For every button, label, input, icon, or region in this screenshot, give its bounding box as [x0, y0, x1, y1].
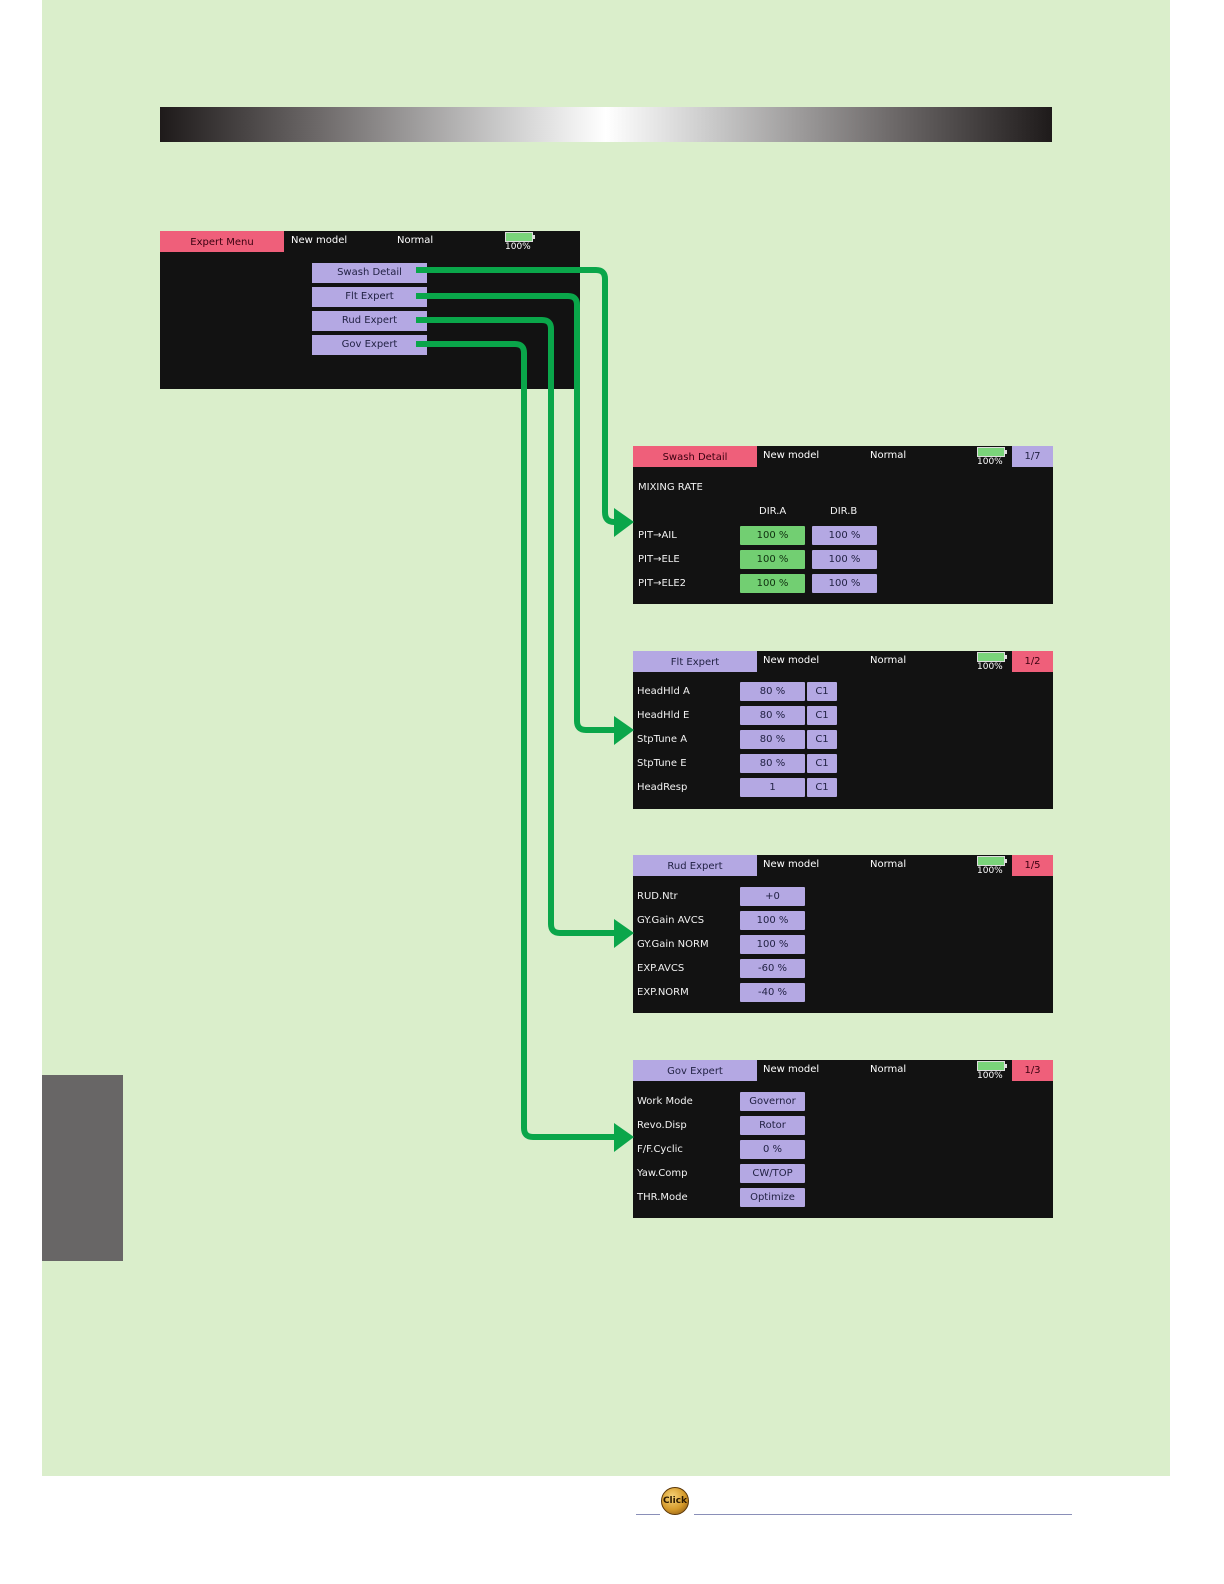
row-label: PIT→ELE2	[638, 578, 687, 589]
arrow-rud-expert	[416, 317, 618, 936]
value-field[interactable]: 100 %	[740, 935, 805, 954]
click-button-icon[interactable]: Click	[661, 1487, 689, 1515]
row-label: F/F.Cyclic	[637, 1144, 683, 1155]
model-name: New model	[763, 655, 820, 666]
column-header-dir-a: DIR.A	[759, 506, 787, 517]
battery-percent: 100%	[977, 1071, 1003, 1081]
value-field[interactable]: +0	[740, 887, 805, 906]
switch-field[interactable]: C1	[807, 682, 837, 701]
battery-icon	[977, 447, 1007, 457]
dir-a-field[interactable]: 100 %	[740, 550, 805, 569]
column-header-dir-b: DIR.B	[830, 506, 858, 517]
footer-line-right	[694, 1514, 1072, 1515]
flt-expert-screen: Flt Expert New model Normal 100% 1/2 Hea…	[633, 651, 1053, 809]
condition-name: Normal	[870, 1064, 907, 1075]
battery-icon	[505, 232, 535, 242]
screen-title: Swash Detail	[633, 446, 757, 467]
page-indicator[interactable]: 1/2	[1012, 651, 1053, 672]
battery-percent: 100%	[977, 662, 1003, 672]
dir-b-field[interactable]: 100 %	[812, 574, 877, 593]
arrow-gov-expert	[416, 341, 618, 1140]
condition-name: Normal	[870, 450, 907, 461]
battery-icon	[977, 856, 1007, 866]
row-label: StpTune A	[637, 734, 688, 745]
row-label: THR.Mode	[637, 1192, 688, 1203]
row-label: PIT→AIL	[638, 530, 677, 541]
battery-percent: 100%	[977, 866, 1003, 876]
value-field[interactable]: -40 %	[740, 983, 805, 1002]
battery-percent: 100%	[977, 457, 1003, 467]
value-field[interactable]: 100 %	[740, 911, 805, 930]
page-indicator[interactable]: 1/5	[1012, 855, 1053, 876]
value-field[interactable]: -60 %	[740, 959, 805, 978]
value-field[interactable]: 1	[740, 778, 805, 797]
row-label: GY.Gain NORM	[637, 939, 709, 950]
row-label: RUD.Ntr	[637, 891, 678, 902]
row-label: Work Mode	[637, 1096, 693, 1107]
row-label: StpTune E	[637, 758, 687, 769]
battery-icon	[977, 1061, 1007, 1071]
switch-field[interactable]: C1	[807, 754, 837, 773]
value-field[interactable]: Rotor	[740, 1116, 805, 1135]
value-field[interactable]: Optimize	[740, 1188, 805, 1207]
arrowhead-swash	[614, 508, 634, 537]
battery-percent: 100%	[505, 242, 531, 252]
side-chapter-tab	[42, 1075, 123, 1261]
gov-expert-button[interactable]: Gov Expert	[312, 335, 427, 355]
rud-expert-button[interactable]: Rud Expert	[312, 311, 427, 331]
dir-b-field[interactable]: 100 %	[812, 550, 877, 569]
model-name: New model	[763, 859, 820, 870]
arrowhead-gov	[614, 1123, 634, 1152]
section-label: MIXING RATE	[638, 482, 703, 493]
arrowhead-flt	[614, 716, 634, 745]
row-label: HeadHld A	[637, 686, 690, 697]
row-label: EXP.NORM	[637, 987, 689, 998]
row-label: HeadResp	[637, 782, 688, 793]
switch-field[interactable]: C1	[807, 778, 837, 797]
model-name: New model	[291, 235, 348, 246]
row-label: PIT→ELE	[638, 554, 680, 565]
condition-name: Normal	[870, 859, 907, 870]
dir-b-field[interactable]: 100 %	[812, 526, 877, 545]
value-field[interactable]: 0 %	[740, 1140, 805, 1159]
battery-icon	[977, 652, 1007, 662]
arrow-flt-expert	[416, 293, 618, 733]
page-indicator[interactable]: 1/7	[1012, 446, 1053, 467]
screen-title: Expert Menu	[160, 231, 284, 252]
rud-expert-screen: Rud Expert New model Normal 100% 1/5 RUD…	[633, 855, 1053, 1013]
footer-line-left	[636, 1514, 660, 1515]
screen-title: Flt Expert	[633, 651, 757, 672]
model-name: New model	[763, 1064, 820, 1075]
value-field[interactable]: 80 %	[740, 754, 805, 773]
model-name: New model	[763, 450, 820, 461]
condition-name: Normal	[870, 655, 907, 666]
section-header-bar	[160, 107, 1052, 142]
arrow-swash-detail	[416, 267, 618, 525]
swash-detail-screen: Swash Detail New model Normal 100% 1/7 M…	[633, 446, 1053, 604]
dir-a-field[interactable]: 100 %	[740, 526, 805, 545]
value-field[interactable]: CW/TOP	[740, 1164, 805, 1183]
condition-name: Normal	[397, 235, 434, 246]
value-field[interactable]: Governor	[740, 1092, 805, 1111]
gov-expert-screen: Gov Expert New model Normal 100% 1/3 Wor…	[633, 1060, 1053, 1218]
value-field[interactable]: 80 %	[740, 682, 805, 701]
screen-title: Rud Expert	[633, 855, 757, 876]
switch-field[interactable]: C1	[807, 730, 837, 749]
swash-detail-button[interactable]: Swash Detail	[312, 263, 427, 283]
row-label: Revo.Disp	[637, 1120, 687, 1131]
row-label: GY.Gain AVCS	[637, 915, 705, 926]
row-label: HeadHld E	[637, 710, 690, 721]
switch-field[interactable]: C1	[807, 706, 837, 725]
page-indicator[interactable]: 1/3	[1012, 1060, 1053, 1081]
arrowhead-rud	[614, 919, 634, 948]
expert-menu-screen: Expert Menu New model Normal 100% Swash …	[160, 231, 580, 389]
flt-expert-button[interactable]: Flt Expert	[312, 287, 427, 307]
dir-a-field[interactable]: 100 %	[740, 574, 805, 593]
value-field[interactable]: 80 %	[740, 706, 805, 725]
row-label: Yaw.Comp	[637, 1168, 688, 1179]
value-field[interactable]: 80 %	[740, 730, 805, 749]
screen-title: Gov Expert	[633, 1060, 757, 1081]
row-label: EXP.AVCS	[637, 963, 685, 974]
